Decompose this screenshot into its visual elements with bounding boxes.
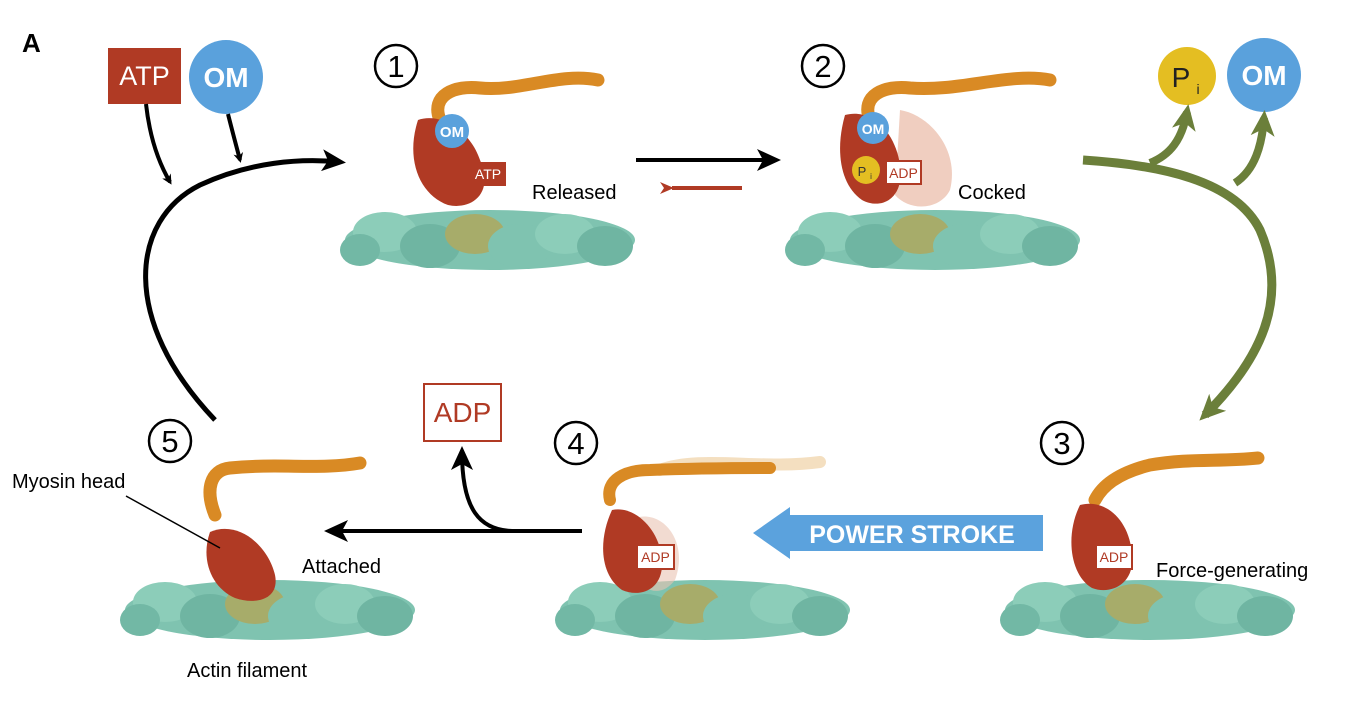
atp-chip-1-label: ATP bbox=[475, 166, 501, 182]
myosin-head-5 bbox=[206, 528, 276, 601]
myosin-head-1 bbox=[413, 118, 485, 206]
adp-release-arrow bbox=[451, 446, 513, 533]
actin-filament-1 bbox=[340, 210, 635, 270]
adp-chip-4-label: ADP bbox=[641, 549, 670, 565]
cycle-arrow-5-to-1 bbox=[143, 149, 346, 422]
step-5-number: 5 bbox=[161, 424, 178, 459]
om-joining-arrow bbox=[226, 113, 244, 163]
actin-filament-3 bbox=[1000, 580, 1295, 640]
om-input-circle: OM bbox=[189, 40, 263, 114]
power-stroke-label: POWER STROKE bbox=[809, 521, 1015, 549]
pi-chip-2 bbox=[852, 156, 880, 184]
myosin-head-annotation: Myosin head bbox=[12, 471, 125, 493]
step-2-number: 2 bbox=[814, 49, 831, 84]
step-3-number: 3 bbox=[1053, 426, 1070, 461]
pi-chip-2-main: P bbox=[858, 164, 867, 179]
step-1-number: 1 bbox=[387, 49, 404, 84]
pi-output-circle: P i bbox=[1158, 47, 1216, 105]
atp-input-box: ATP bbox=[108, 48, 181, 104]
adp-release-label: ADP bbox=[434, 397, 492, 428]
om-chip-2 bbox=[857, 112, 889, 144]
pi-chip-2-sub: i bbox=[870, 172, 872, 181]
atp-input-label: ATP bbox=[119, 61, 170, 91]
step-4-circle bbox=[553, 420, 599, 466]
om-output-circle: OM bbox=[1227, 38, 1301, 112]
lever-arm-3 bbox=[1088, 451, 1265, 507]
panel-letter: A bbox=[22, 28, 41, 58]
om-chip-1-label: OM bbox=[440, 124, 464, 141]
step-3-circle bbox=[1039, 420, 1085, 466]
state-1-label: Released bbox=[532, 182, 617, 204]
lever-arm-5 bbox=[203, 456, 367, 522]
actin-filament-2 bbox=[785, 210, 1080, 270]
myosin-head-leader-line bbox=[125, 495, 221, 549]
green-branch-pi bbox=[1148, 104, 1196, 167]
pi-output-sub: i bbox=[1196, 81, 1199, 97]
state-3-label: Force-generating bbox=[1156, 560, 1308, 582]
actin-filament-annotation: Actin filament bbox=[187, 660, 307, 682]
myosin-head-4 bbox=[603, 509, 663, 593]
lever-arm-4 bbox=[603, 462, 776, 506]
green-arrow-2-to-3 bbox=[1082, 155, 1277, 421]
adp-chip-3-label: ADP bbox=[1100, 549, 1129, 565]
state-3-force-generating: 3 ADP Force-generating bbox=[1000, 420, 1308, 640]
step-4-number: 4 bbox=[567, 426, 584, 461]
state-5-label: Attached bbox=[302, 556, 381, 578]
state-4: 4 ADP bbox=[553, 420, 850, 640]
adp-release-box: ADP bbox=[423, 383, 502, 442]
state-5-attached: 5 Attached bbox=[120, 418, 415, 640]
adp-chip-2 bbox=[885, 160, 922, 185]
state-2-label: Cocked bbox=[958, 182, 1026, 204]
green-branch-om bbox=[1232, 110, 1275, 187]
pi-output-main: P bbox=[1172, 62, 1191, 93]
adp-chip-4 bbox=[636, 544, 675, 570]
power-stroke-arrow: POWER STROKE bbox=[753, 507, 1043, 559]
ghost-head-2 bbox=[895, 110, 952, 207]
state-1-released: 1 OM ATP Released bbox=[340, 43, 635, 270]
atp-joining-arrow bbox=[144, 103, 172, 185]
om-chip-1 bbox=[435, 114, 469, 148]
om-input-label: OM bbox=[203, 62, 248, 93]
state-2-cocked: 2 OM P i ADP Cocked bbox=[785, 43, 1080, 270]
om-output-label: OM bbox=[1241, 60, 1286, 91]
step-2-circle bbox=[800, 43, 846, 89]
lever-arm-1 bbox=[431, 71, 605, 127]
atp-chip-1 bbox=[470, 162, 506, 186]
om-chip-2-label: OM bbox=[862, 121, 885, 137]
step-1-circle bbox=[373, 43, 419, 89]
lever-arm-2 bbox=[861, 71, 1057, 127]
actin-filament-4 bbox=[555, 580, 850, 640]
step-5-circle bbox=[147, 418, 193, 464]
adp-chip-3 bbox=[1095, 544, 1133, 570]
adp-chip-2-label: ADP bbox=[889, 165, 918, 181]
